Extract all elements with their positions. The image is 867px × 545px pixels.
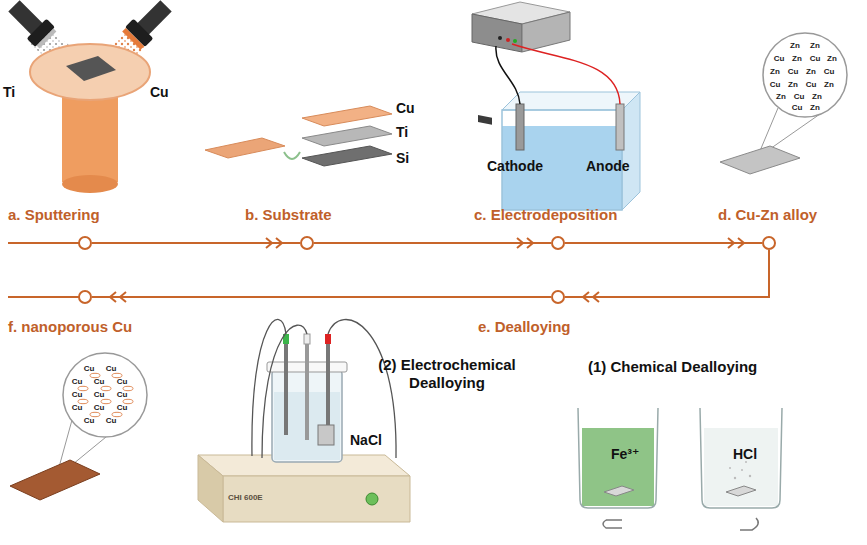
step-marker: c. Electrodeposition	[551, 236, 565, 250]
part-label: Anode	[586, 158, 630, 174]
step-marker: b. Substrate	[300, 236, 314, 250]
element-symbol: Cu	[84, 365, 95, 373]
part-label: NaCl	[350, 432, 382, 448]
connector-line	[92, 296, 551, 298]
arrow-chevron	[527, 238, 533, 248]
element-symbol: Cu	[94, 404, 105, 412]
step-label: b. Substrate	[245, 206, 332, 223]
timeline-line	[8, 296, 79, 298]
element-symbol: Cu	[117, 378, 128, 386]
step-label: e. Dealloying	[478, 318, 571, 335]
element-symbol: Cu	[94, 391, 105, 399]
part-label: Cu	[150, 84, 169, 100]
element-symbol: Cu	[117, 404, 128, 412]
device-label: CHI 600E	[228, 493, 263, 502]
flow-connector	[92, 292, 551, 302]
flow-connector	[314, 238, 551, 248]
flow-connector	[565, 238, 762, 248]
element-symbol: Zn	[812, 93, 822, 101]
element-symbol: Cu	[824, 68, 835, 76]
element-symbol: Zn	[790, 42, 800, 50]
connector-line	[92, 242, 300, 244]
electrochemical-cell	[198, 319, 410, 522]
element-symbol: Zn	[792, 55, 802, 63]
element-symbol: Zn	[827, 55, 837, 63]
arrow-chevron	[110, 292, 116, 302]
flow-connector	[565, 250, 769, 302]
element-symbol: Cu	[794, 93, 805, 101]
arrow-chevron	[517, 238, 523, 248]
arrow-chevron	[738, 238, 744, 248]
nanoporous-figure	[10, 353, 147, 500]
arrow-chevron	[266, 238, 272, 248]
element-symbol: Cu	[84, 417, 95, 425]
substrate-figure	[205, 106, 392, 166]
element-symbol: Zn	[810, 104, 820, 112]
element-symbol: Zn	[810, 42, 820, 50]
step-marker: e. Dealloying	[551, 290, 565, 304]
step-marker: f. nanoporous Cu	[78, 290, 92, 304]
step-marker: a. Sputtering	[78, 236, 92, 250]
element-symbol: Zn	[806, 68, 816, 76]
timeline-line	[8, 242, 79, 244]
element-symbol: Cu	[106, 365, 117, 373]
connector-line	[314, 242, 551, 244]
element-symbol: Cu	[72, 378, 83, 386]
part-label: Ti	[396, 124, 408, 140]
arrow-chevron	[593, 292, 599, 302]
element-symbol: Cu	[788, 68, 799, 76]
element-symbol: Zn	[770, 68, 780, 76]
element-symbol: Zn	[824, 81, 834, 89]
arrow-chevron	[276, 238, 282, 248]
chemical-beakers	[578, 408, 782, 530]
element-symbol: Cu	[770, 81, 781, 89]
part-label: Fe³⁺	[611, 446, 639, 462]
part-label: Ti	[3, 84, 15, 100]
element-symbol: Cu	[72, 391, 83, 399]
element-symbol: Cu	[117, 391, 128, 399]
element-symbol: Cu	[792, 104, 803, 112]
part-label: (1) Chemical Dealloying	[588, 358, 757, 375]
element-symbol: Zn	[788, 81, 798, 89]
arrow-chevron	[120, 292, 126, 302]
arrow-chevron	[583, 292, 589, 302]
part-label: (2) Electrochemical Dealloying	[362, 356, 532, 392]
flow-connector	[92, 238, 300, 248]
element-symbol: Cu	[72, 404, 83, 412]
step-label: c. Electrodeposition	[474, 206, 617, 223]
element-symbol: Cu	[94, 378, 105, 386]
arrow-chevron	[728, 238, 734, 248]
part-label: Si	[396, 150, 409, 166]
step-label: a. Sputtering	[8, 206, 100, 223]
element-symbol: Cu	[806, 81, 817, 89]
element-symbol: Cu	[774, 55, 785, 63]
element-symbol: Cu	[810, 55, 821, 63]
part-label: HCl	[733, 446, 757, 462]
electrodeposition-figure	[472, 2, 640, 210]
element-symbol: Zn	[776, 93, 786, 101]
alloy-figure	[720, 33, 847, 174]
step-label: f. nanoporous Cu	[8, 318, 132, 335]
element-symbol: Cu	[106, 417, 117, 425]
step-marker: d. Cu-Zn alloy	[762, 236, 776, 250]
sputtering-figure	[4, 0, 176, 193]
part-label: Cathode	[487, 158, 543, 174]
step-label: d. Cu-Zn alloy	[718, 206, 817, 223]
connector-line	[565, 250, 769, 297]
part-label: Cu	[396, 100, 415, 116]
